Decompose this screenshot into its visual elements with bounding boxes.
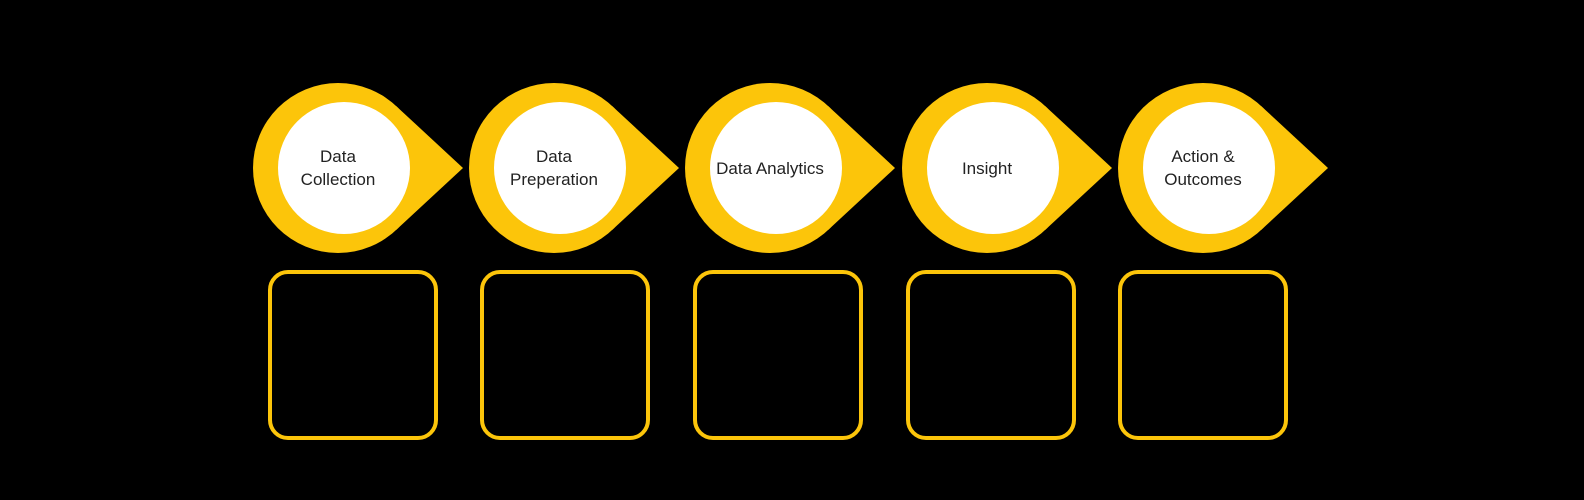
- pin-inner-circle: [710, 102, 842, 234]
- pin-arrow-point: [1044, 105, 1112, 231]
- pin-inner-circle: [278, 102, 410, 234]
- pin-arrow-shape: [902, 83, 1112, 253]
- stage-data-analytics: Data Analytics: [685, 83, 897, 253]
- note-box-2: [480, 270, 650, 440]
- stage-data-collection: Data Collection: [253, 83, 465, 253]
- stage-label: Data Collection: [300, 147, 376, 189]
- pin-arrow-shape: [1118, 83, 1328, 253]
- stage-label: Action & Outcomes: [1164, 147, 1242, 189]
- note-box-3: [693, 270, 863, 440]
- pin-inner-circle: [494, 102, 626, 234]
- pin-arrow-shape: [469, 83, 679, 253]
- pin-inner-circle: [1143, 102, 1275, 234]
- note-box-1: [268, 270, 438, 440]
- pin-arrow-shape: [685, 83, 895, 253]
- pin-arrow-point: [827, 105, 895, 231]
- pin-arrow-point: [395, 105, 463, 231]
- pin-inner-circle: [927, 102, 1059, 234]
- stage-label: Data Analytics: [716, 158, 824, 178]
- pin-arrow-point: [611, 105, 679, 231]
- pin-arrow-shape: [253, 83, 463, 253]
- note-box-4: [906, 270, 1076, 440]
- stage-insight: Insight: [902, 83, 1114, 253]
- stage-action-outcomes: Action & Outcomes: [1118, 83, 1330, 253]
- stage-data-preperation: Data Preperation: [469, 83, 681, 253]
- pin-arrow-point: [1260, 105, 1328, 231]
- note-box-5: [1118, 270, 1288, 440]
- stage-label: Insight: [961, 158, 1013, 178]
- stage-label: Data Preperation: [510, 147, 598, 189]
